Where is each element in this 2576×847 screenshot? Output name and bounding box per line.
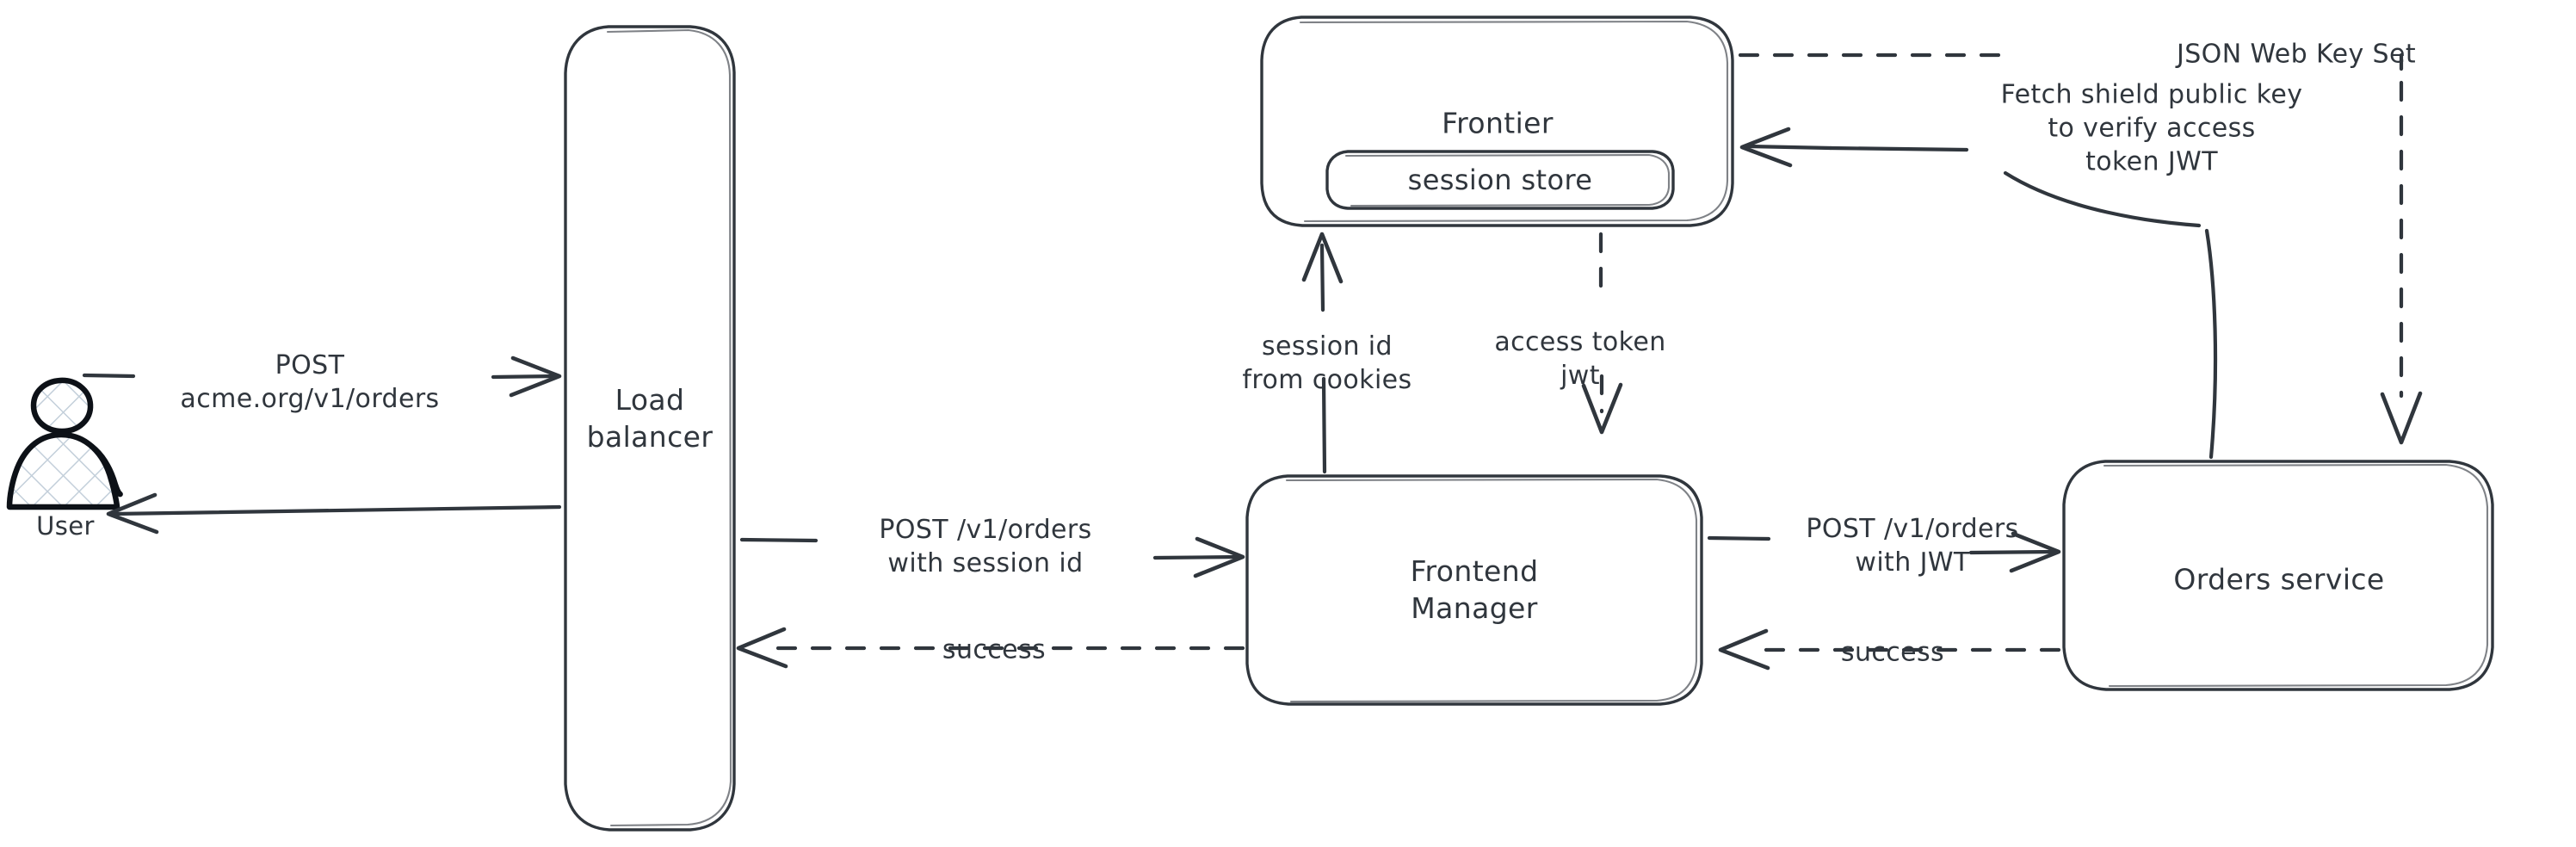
frontend-manager-shape[interactable] [1245,474,1703,706]
edge-orders-to-frontend [1718,628,2061,671]
edge-load-balancer-to-user [106,492,562,535]
orders-service-shape[interactable] [2062,460,2494,691]
edge-frontend-to-load-balancer [736,627,1245,669]
edge-frontend-to-frontier [1301,232,1344,474]
load-balancer-shape[interactable] [564,25,736,832]
edge-frontier-to-orders-jwks [1738,53,2423,445]
session-store-shape[interactable] [1325,150,1675,210]
edge-load-balancer-to-frontend [739,536,1245,578]
edge-orders-to-frontier [1739,127,2218,460]
person-icon [6,377,123,510]
edge-frontier-to-frontend [1581,232,1623,435]
edge-user-to-load-balancer [82,355,562,398]
edge-frontend-to-orders [1707,531,2061,573]
